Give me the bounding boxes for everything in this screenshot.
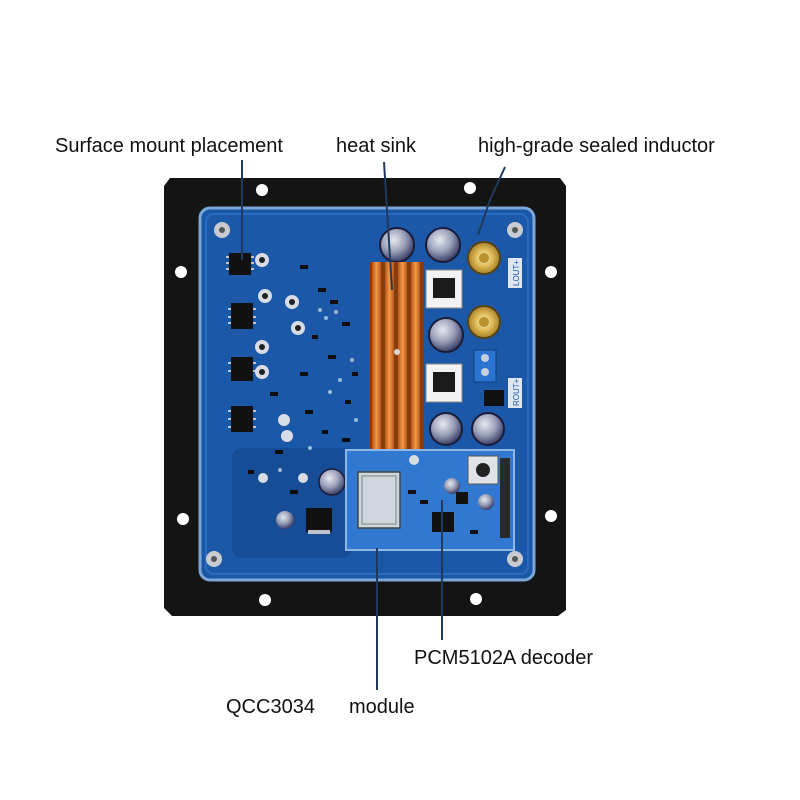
pcb-screws — [206, 222, 523, 567]
electrolytic-cap-small — [318, 468, 346, 496]
module-label: module — [349, 696, 415, 718]
qcc3034-label: QCC3034 — [226, 696, 315, 718]
inductor-label: high-grade sealed inductor — [478, 135, 715, 157]
bluetooth-module-board — [345, 449, 515, 551]
vias — [278, 308, 358, 472]
surface-mount-placement-label: Surface mount placement — [55, 135, 283, 157]
smd-passives — [248, 265, 358, 494]
pcm5102a-decoder-label: PCM5102A decoder — [414, 647, 594, 669]
gold-inductors — [467, 241, 501, 339]
smd-inductors — [425, 269, 463, 403]
terminal-block — [473, 349, 497, 383]
heat-sink — [370, 262, 424, 450]
rout-marking: ROUT+ — [512, 378, 521, 406]
lout-marking: LOUT+ — [512, 260, 521, 286]
gasket-holes — [175, 182, 557, 606]
smd-chips — [229, 253, 253, 432]
smd-pins — [226, 256, 256, 428]
mosfet — [306, 508, 332, 532]
large-capacitors — [379, 227, 505, 446]
heat-sink-label: heat sink — [336, 135, 417, 157]
small-caps — [255, 253, 308, 483]
leader-lines — [241, 160, 506, 690]
